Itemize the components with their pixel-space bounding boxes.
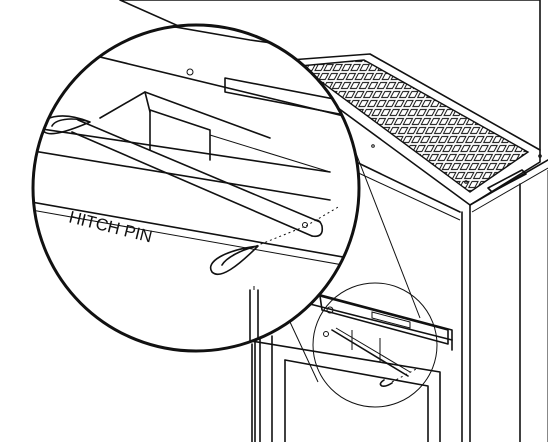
leader-line-bottom <box>289 321 319 383</box>
top-grille <box>298 59 530 193</box>
hitch-pin-left <box>41 115 91 135</box>
detail-reference-circle <box>312 282 438 408</box>
stove-body <box>119 0 548 442</box>
hitch-pin-main <box>209 245 259 275</box>
magnified-callout <box>31 23 361 353</box>
